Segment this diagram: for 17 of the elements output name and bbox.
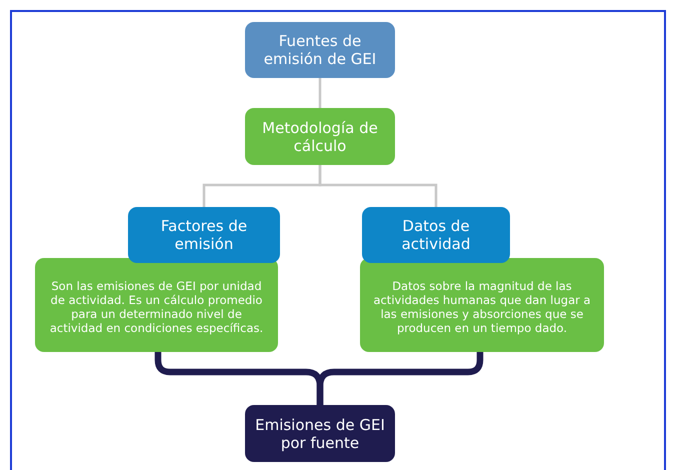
connector-line [318,78,322,108]
curly-brace-connector [316,352,484,405]
heading-tab [128,207,280,263]
process-box [245,108,395,165]
node-label: Metodología de cálculo [261,118,379,154]
node-label: Factores de emisión [160,217,248,253]
description-text: Son las emisiones de GEI por unidad de actividad. Es un cálculo promedio para un determinado nivel de actividad en condiciones específicas. [48,280,264,336]
heading-tab [362,207,510,263]
node-label: Emisiones de GEI por fuente [255,416,385,452]
connector-line [318,165,438,207]
node-label: Datos de actividad [400,217,472,253]
description-box [35,258,278,352]
process-box [245,22,395,78]
description-text: Datos sobre la magnitud de las actividades humanas que dan lugar a las emisiones y absorciones que se producen en un tiempo dado. [372,280,592,336]
result-box [245,405,395,462]
description-box [360,258,604,352]
node-label: Fuentes de emisión de GEI [262,32,378,68]
